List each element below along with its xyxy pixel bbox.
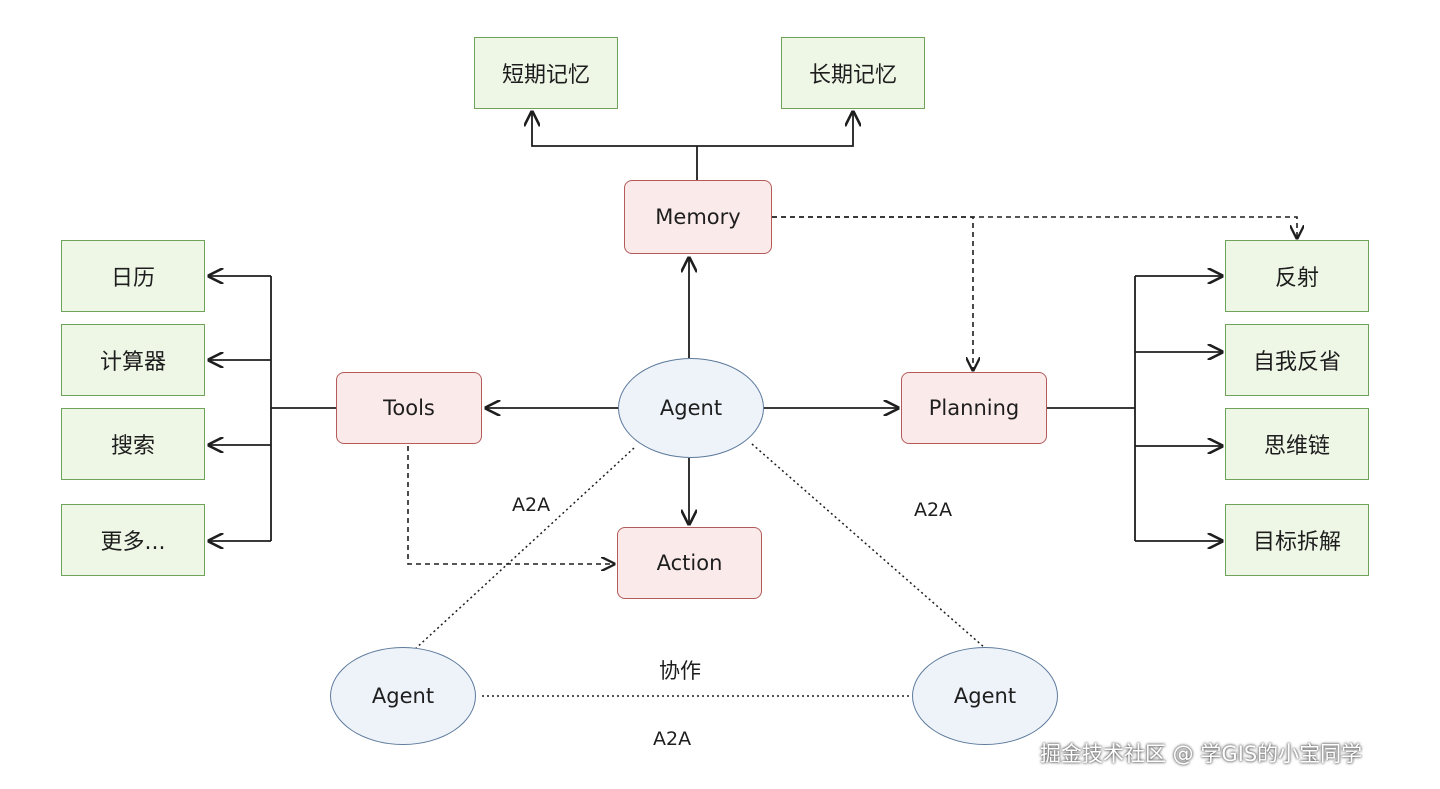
memory-to-short-term-arrow [532, 112, 697, 147]
memory-node: Memory [624, 180, 772, 254]
left-peer-agent-node: Agent [330, 647, 476, 745]
planning-chain-of-thought-node: 思维链 [1225, 408, 1369, 480]
a2a-center-left-link [413, 447, 635, 651]
planning-node: Planning [901, 372, 1047, 444]
tool-search-node: 搜索 [61, 408, 205, 480]
tools-node: Tools [336, 372, 482, 444]
collaboration-label: 协作 [659, 659, 701, 683]
tools-bracket-connector [270, 276, 336, 541]
planning-reflection-node: 反射 [1225, 240, 1369, 312]
tool-more-node: 更多... [61, 504, 205, 576]
long-term-memory-node: 长期记忆 [781, 37, 925, 109]
planning-bracket-connector [1047, 276, 1136, 541]
a2a-left-label: A2A [512, 494, 551, 516]
memory-to-planning-dashed-arrow [772, 216, 973, 370]
watermark-text: 掘金技术社区 @ 学GIS的小宝同学 [1040, 742, 1363, 766]
right-peer-agent-node: Agent [912, 647, 1058, 745]
memory-to-long-term-arrow [697, 112, 853, 147]
memory-to-reflection-dashed-arrow [772, 216, 1297, 238]
a2a-right-label: A2A [914, 499, 953, 521]
planning-self-critique-node: 自我反省 [1225, 324, 1369, 396]
action-node: Action [617, 527, 762, 599]
short-term-memory-node: 短期记忆 [474, 37, 618, 109]
tool-calendar-node: 日历 [61, 240, 205, 312]
a2a-center-right-link [751, 443, 986, 649]
planning-goal-decomposition-node: 目标拆解 [1225, 504, 1369, 576]
tools-to-action-dashed-arrow [407, 446, 614, 564]
tool-calculator-node: 计算器 [61, 324, 205, 396]
a2a-bottom-label: A2A [653, 728, 692, 750]
central-agent-node: Agent [618, 358, 764, 458]
